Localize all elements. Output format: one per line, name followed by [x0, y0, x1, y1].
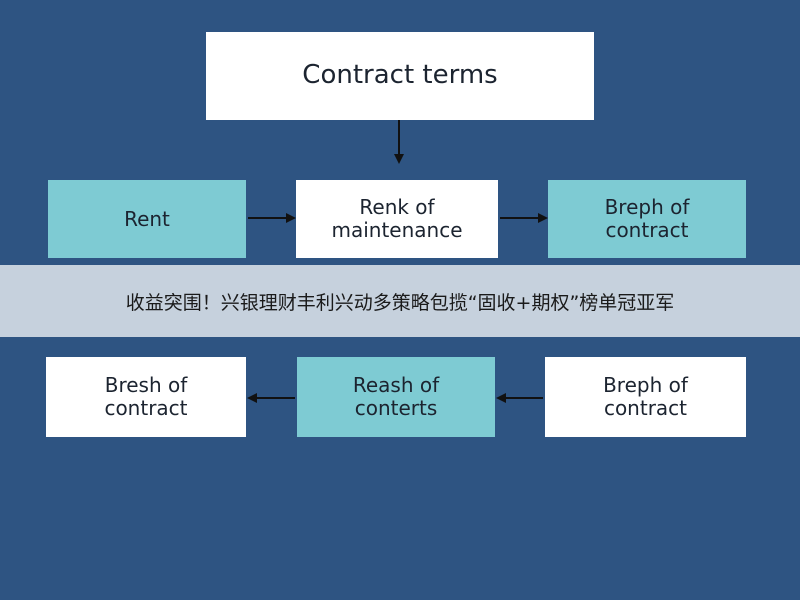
node-breph-of-contract-top: Breph of contract [548, 180, 746, 258]
node-contract-terms: Contract terms [206, 32, 594, 120]
news-banner: 收益突围！兴银理财丰利兴动多策略包揽“固收+期权”榜单冠亚军 [0, 265, 800, 337]
node-reash-of-conterts: Reash of conterts [297, 357, 495, 437]
node-breph-of-contract-bottom: Breph of contract [545, 357, 746, 437]
node-rent: Rent [48, 180, 246, 258]
banner-text: 收益突围！兴银理财丰利兴动多策略包揽“固收+期权”榜单冠亚军 [125, 291, 675, 314]
node-renk-of-maintenance: Renk of maintenance [296, 180, 498, 258]
node-bresh-of-contract: Bresh of contract [46, 357, 246, 437]
